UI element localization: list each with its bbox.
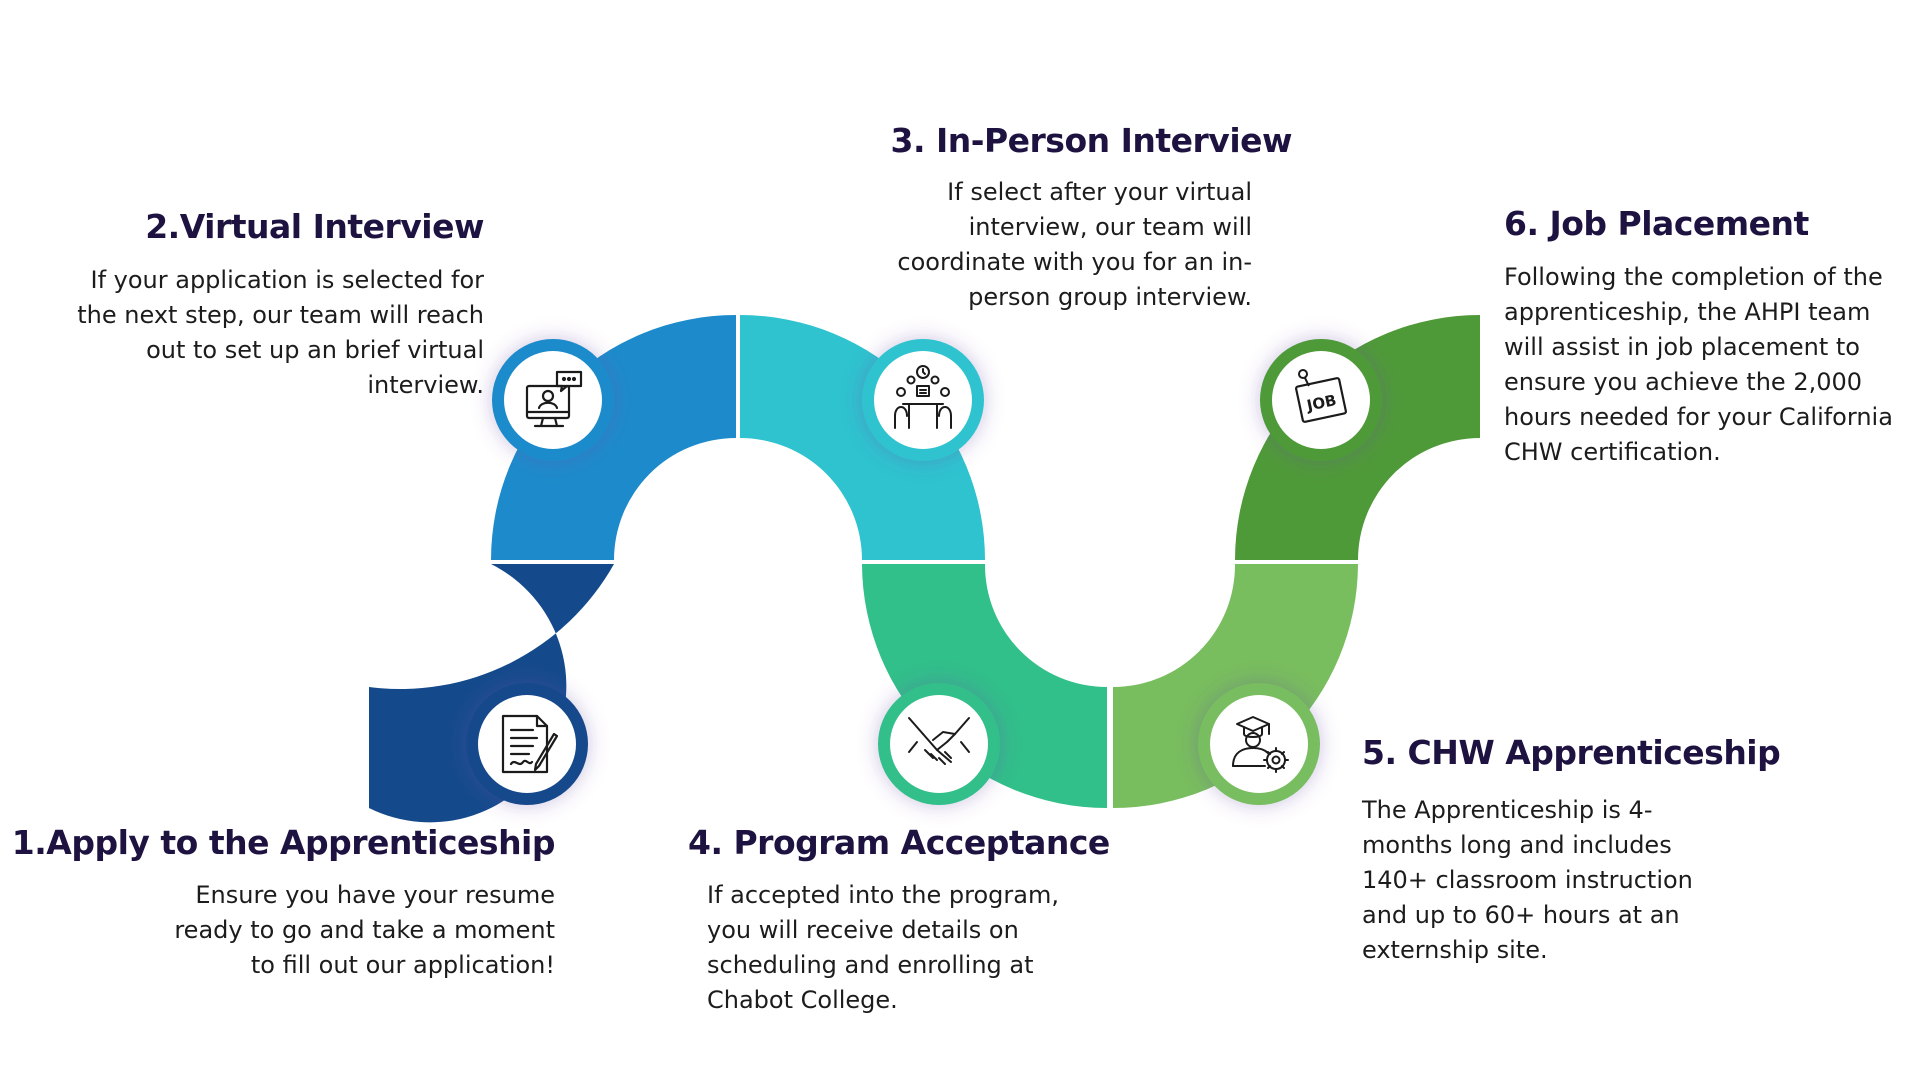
badge-step-1 [466,683,588,805]
step-5-title: 5. CHW Apprenticeship [1362,733,1781,772]
video-call-icon [525,370,583,428]
step-6-description: Following the completion of the apprenti… [1504,263,1893,466]
segment-step-4 [862,564,1107,808]
handshake-icon [908,717,970,765]
step-4-title: 4. Program Acceptance [688,823,1110,862]
step-6-title: 6. Job Placement [1504,204,1809,243]
group-meeting-icon [894,365,952,429]
badge-step-2 [492,339,614,461]
badge-step-3 [862,339,984,461]
segment-step-3 [740,315,985,560]
segment-step-5 [1113,564,1358,808]
step-2-title: 2.Virtual Interview [145,207,484,246]
badge-step-5 [1198,683,1320,805]
step-5-description: The Apprenticeship is 4-months long and … [1362,796,1693,964]
segment-step-2 [491,315,736,560]
graduate-gear-icon [1232,716,1289,773]
step-3-title: 3. In-Person Interview [890,121,1293,160]
step-1-title: 1.Apply to the Apprenticeship [11,823,556,862]
step-3-description: If select after your virtual interview, … [897,178,1252,311]
segment-step-1 [369,564,614,823]
badge-step-4 [878,683,1000,805]
step-2-description: If your application is selected for the … [77,266,484,399]
step-4-description: If accepted into the program, you will r… [707,881,1059,1014]
step-1-description: Ensure you have your resume ready to go … [174,881,555,979]
document-pen-icon [501,714,559,774]
badge-step-6: JOB [1260,339,1382,461]
